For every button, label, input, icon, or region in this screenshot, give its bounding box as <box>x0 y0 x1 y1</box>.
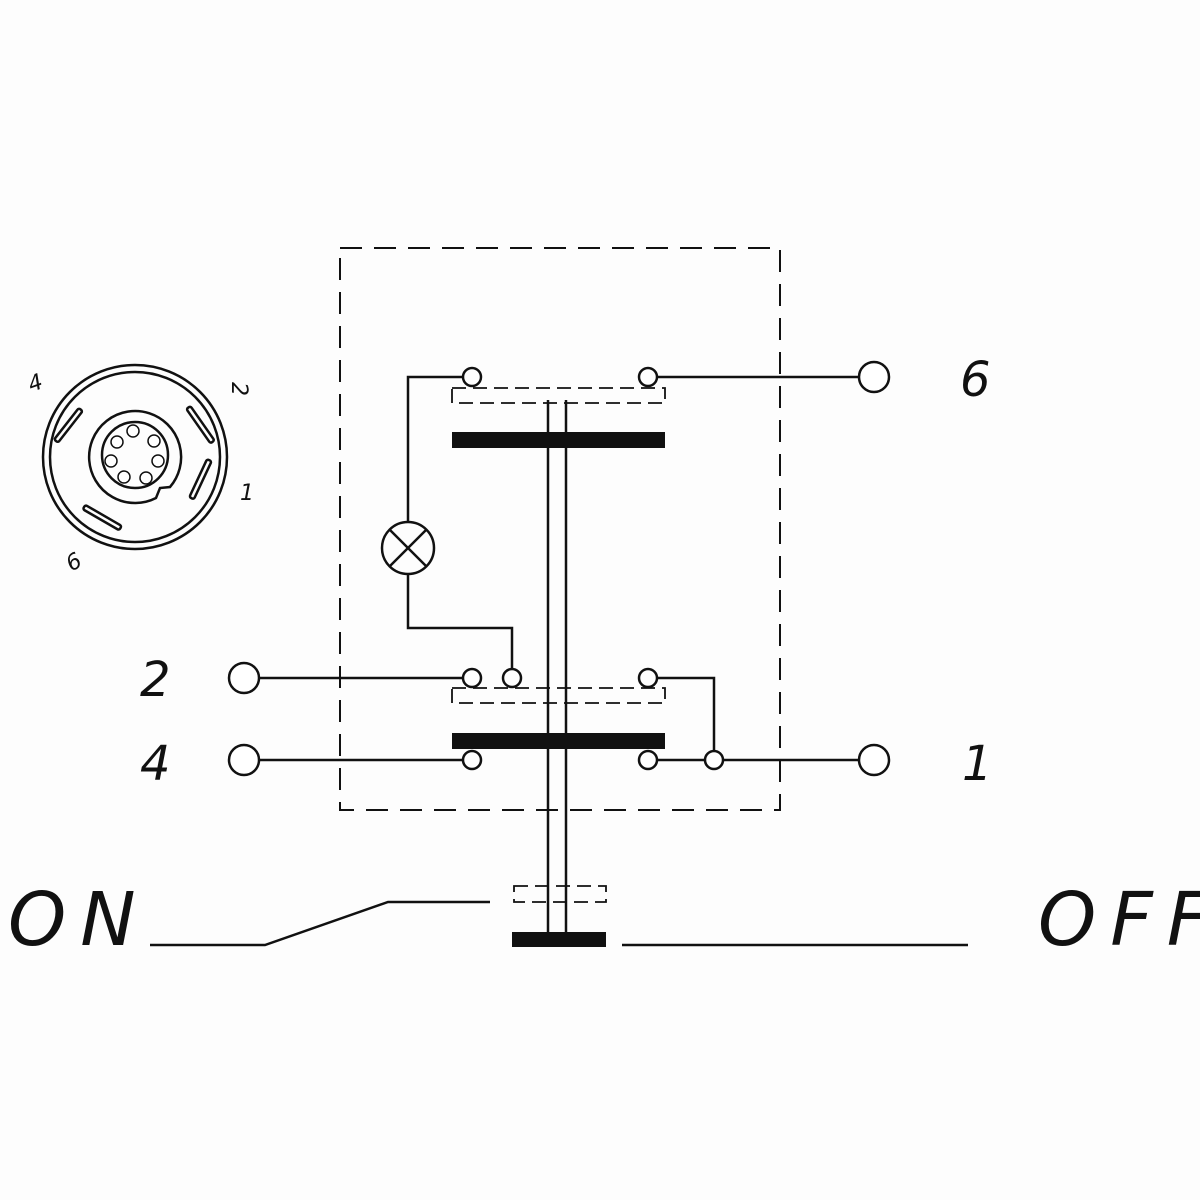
terminal-1 <box>857 743 891 777</box>
connector-label-1: 1 <box>240 481 254 506</box>
terminal-label-2: 2 <box>140 652 171 708</box>
indicator-lamp-icon <box>380 520 436 576</box>
terminal-4 <box>227 743 261 777</box>
contact-group-top <box>406 366 860 522</box>
switch-housing-outline <box>339 247 781 811</box>
connector-label-2: 2 <box>226 382 251 396</box>
terminal-label-1: 1 <box>962 736 993 792</box>
connector-face-view: 4 2 1 6 <box>25 363 254 577</box>
connector-label-4: 4 <box>25 370 47 398</box>
connector-label-6: 6 <box>62 548 87 577</box>
position-label-on: ON <box>8 877 150 963</box>
terminal-label-6: 6 <box>960 352 991 408</box>
terminal-2 <box>227 661 261 695</box>
contact-group-bottom <box>259 749 860 771</box>
position-label-off: OFF <box>1038 877 1200 963</box>
switch-actuator <box>150 885 968 947</box>
terminal-6 <box>857 360 891 394</box>
contact-group-middle <box>259 667 716 751</box>
terminal-label-4: 4 <box>140 736 171 792</box>
